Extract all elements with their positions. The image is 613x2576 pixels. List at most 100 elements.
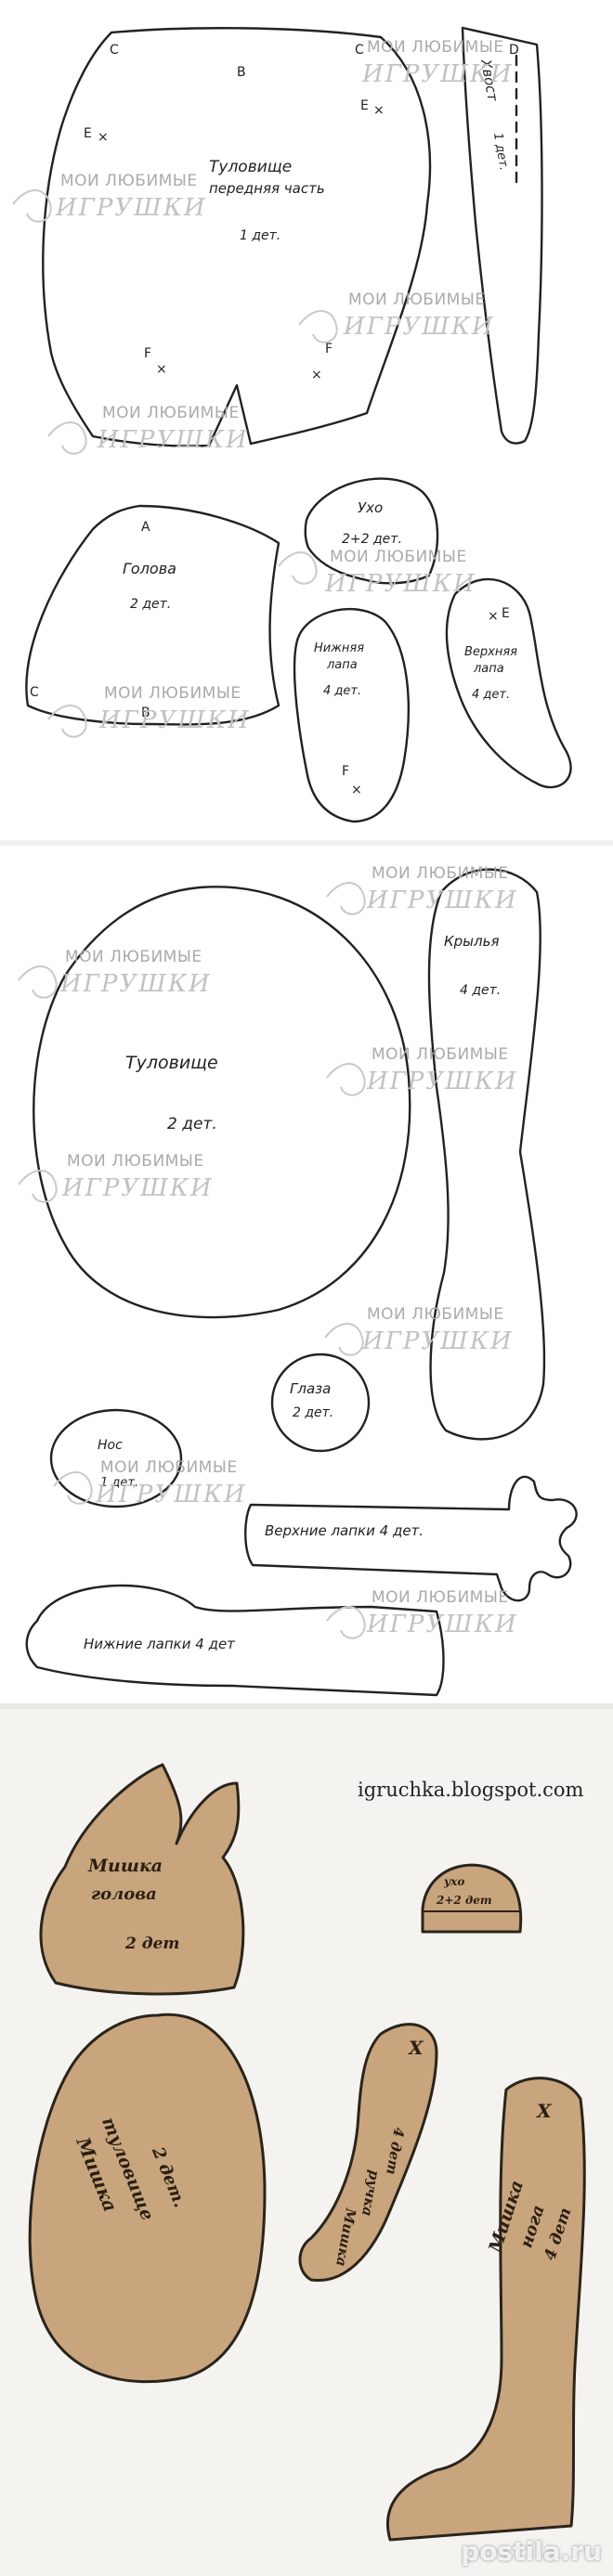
upper-paw-label-2: лапа	[473, 662, 504, 676]
watermark-9-line1: МОИ ЛЮБИМЫЕ	[372, 1045, 509, 1064]
bear-head-label-3: 2 дет	[124, 1935, 179, 1953]
watermark-2-ornament	[12, 189, 52, 223]
body-outline	[33, 886, 411, 1319]
watermark-7-ornament	[326, 882, 366, 915]
watermark-4: МОИ ЛЮБИМЫЕ ИГРУШКИ	[47, 404, 247, 455]
lower-paw-outline	[293, 608, 411, 823]
watermark-7: МОИ ЛЮБИМЫЕ ИГРУШКИ	[326, 864, 518, 915]
watermark-11: МОИ ЛЮБИМЫЕ ИГРУШКИ	[324, 1305, 514, 1356]
cross-mark-3: ×	[156, 362, 167, 377]
watermark-8-line2: ИГРУШКИ	[59, 970, 212, 998]
eyes-label-1: Глаза	[290, 1380, 331, 1397]
pattern-sheet-1-drawing: C B C E E D F F A C B F E × × × × × × Ту…	[12, 26, 572, 823]
body-front-label-1: Туловище	[209, 158, 292, 176]
nose-outline	[49, 1408, 183, 1508]
watermark-10-line1: МОИ ЛЮБИМЫЕ	[67, 1152, 204, 1171]
watermark-12-ornament	[53, 1471, 93, 1505]
wing-outline	[427, 868, 546, 1441]
watermark-6: МОИ ЛЮБИМЫЕ ИГРУШКИ	[47, 684, 251, 738]
watermark-5: МОИ ЛЮБИМЫЕ ИГРУШКИ	[278, 548, 475, 598]
mark-f-left: F	[144, 346, 151, 361]
body-label-1: Туловище	[125, 1053, 218, 1073]
bear-head-label-2: голова	[91, 1884, 157, 1904]
cross-mark-5: ×	[351, 783, 362, 797]
watermark-11-line2: ИГРУШКИ	[361, 1327, 514, 1355]
bear-head-cutout	[39, 1763, 245, 1996]
mark-a-head: A	[141, 520, 150, 535]
watermark-1-line2: ИГРУШКИ	[361, 60, 514, 88]
lower-paw-label-3: 4 дет.	[323, 684, 361, 698]
watermark-4-ornament	[47, 421, 87, 455]
eyes-outline	[270, 1353, 371, 1453]
nose-label-2: 1 дет.	[100, 1476, 138, 1490]
watermark-10-ornament	[18, 1170, 58, 1203]
watermark-10: МОИ ЛЮБИМЫЕ ИГРУШКИ	[18, 1152, 214, 1203]
watermark-13-ornament	[326, 1606, 366, 1639]
cross-mark-1: ×	[98, 130, 109, 145]
tail-label-2: 1 дет.	[490, 132, 511, 172]
mark-e-left: E	[84, 126, 92, 141]
watermark-7-line2: ИГРУШКИ	[366, 887, 518, 914]
watermark-6-ornament	[47, 705, 87, 738]
watermark-3-line2: ИГРУШКИ	[343, 313, 495, 341]
ear-outline	[304, 477, 439, 585]
wing-label-1: Крылья	[444, 933, 499, 950]
watermark-12-line2: ИГРУШКИ	[95, 1481, 247, 1508]
watermark-10-line2: ИГРУШКИ	[61, 1174, 214, 1202]
bear-ear-cutout	[421, 1863, 523, 1934]
cross-mark-4: ×	[311, 368, 322, 382]
pattern-sheet-2: Туловище 2 дет. Крылья 4 дет. Глаза 2 де…	[0, 840, 613, 1709]
upper-paw-label-3: 4 дет.	[472, 688, 510, 702]
upper-paw-label-1: Верхняя	[464, 645, 517, 659]
bear-head-label-1: Мишка	[87, 1856, 163, 1876]
watermark-8-ornament	[18, 965, 58, 999]
bear-arm-x-mark: X	[407, 2037, 424, 2059]
lower-paw-label-1: Нижняя	[314, 641, 364, 655]
eyes-label-2: 2 дет.	[293, 1405, 333, 1420]
watermark-13: МОИ ЛЮБИМЫЕ ИГРУШКИ	[326, 1588, 518, 1639]
watermark-8: МОИ ЛЮБИМЫЕ ИГРУШКИ	[18, 948, 212, 999]
upper-paw-outline	[445, 577, 572, 789]
watermark-6-line2: ИГРУШКИ	[98, 706, 251, 734]
watermark-8-line1: МОИ ЛЮБИМЫЕ	[65, 948, 202, 966]
watermark-3-ornament	[298, 310, 338, 343]
mark-d-tail: D	[509, 43, 519, 58]
ear-label-1: Ухо	[358, 499, 383, 516]
bear-leg-cutout	[385, 2077, 586, 2542]
lower-paws-label: Нижние лапки 4 дет	[84, 1636, 236, 1652]
mark-e-paw: E	[502, 606, 510, 621]
watermark-11-line1: МОИ ЛЮБИМЫЕ	[367, 1305, 504, 1324]
tail-outline	[461, 26, 543, 445]
body-front-outline	[42, 27, 432, 447]
watermark-11-ornament	[324, 1323, 364, 1356]
bear-leg-x-mark: X	[535, 2100, 553, 2122]
watermark-6-line1: МОИ ЛЮБИМЫЕ	[104, 684, 241, 703]
mark-c-head: C	[30, 685, 39, 700]
watermark-3-line1: МОИ ЛЮБИМЫЕ	[348, 291, 486, 309]
body-front-label-2: передняя часть	[209, 180, 325, 197]
watermark-5-ornament	[278, 551, 318, 585]
watermark-12: МОИ ЛЮБИМЫЕ ИГРУШКИ	[53, 1458, 247, 1508]
mark-b-head: B	[141, 705, 150, 720]
watermark-2: МОИ ЛЮБИМЫЕ ИГРУШКИ	[12, 172, 205, 223]
cross-mark-6: ×	[488, 609, 499, 624]
mark-e-right: E	[360, 98, 369, 113]
cross-mark-2: ×	[373, 103, 385, 118]
mark-c-top: C	[110, 43, 119, 58]
bear-body-cutout	[28, 2013, 267, 2384]
watermark-5-line1: МОИ ЛЮБИМЫЕ	[330, 548, 467, 566]
mark-f-right: F	[325, 342, 333, 356]
pattern-sheet-3-drawing: Мишка голова 2 дет ухо 2+2 дет Мишка тул…	[28, 1763, 586, 2542]
watermark-12-line1: МОИ ЛЮБИМЫЕ	[100, 1458, 238, 1477]
mark-b-top: B	[237, 65, 246, 80]
head-label-2: 2 дет.	[130, 597, 171, 612]
mark-c-body-right: C	[355, 43, 364, 58]
bear-ear-label-1: ухо	[443, 1875, 464, 1888]
watermark-13-line2: ИГРУШКИ	[366, 1611, 518, 1638]
wing-label-2: 4 дет.	[460, 983, 501, 998]
nose-label-1: Нос	[98, 1438, 123, 1453]
watermark-1: МОИ ЛЮБИМЫЕ ИГРУШКИ	[361, 38, 514, 88]
upper-paws-label: Верхние лапки 4 дет.	[265, 1522, 424, 1539]
upper-paws-outline	[244, 1475, 578, 1602]
watermark-2-line1: МОИ ЛЮБИМЫЕ	[60, 172, 198, 190]
